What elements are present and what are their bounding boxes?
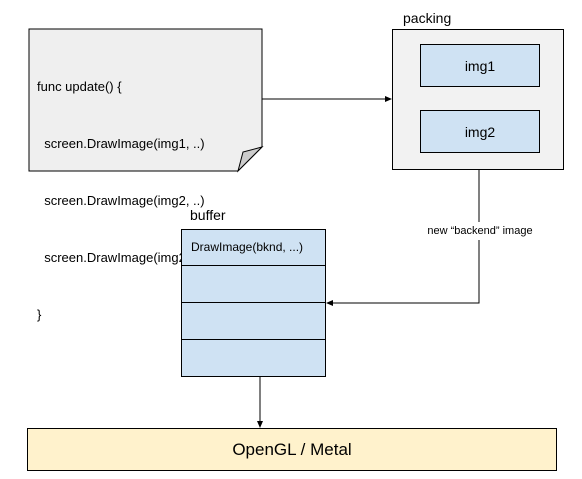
packing-to-buffer-arrowhead xyxy=(326,300,333,306)
packing-to-buffer-arrow xyxy=(332,170,480,304)
code-text: func update() { screen.DrawImage(img1, .… xyxy=(37,39,205,343)
code-line: func update() { xyxy=(37,79,122,94)
code-line: screen.DrawImage(img1, ..) xyxy=(37,136,205,151)
buffer-slot xyxy=(182,339,325,376)
buffer-box: DrawImage(bknd, ...) xyxy=(181,229,326,377)
buffer-to-backend-arrowhead xyxy=(257,421,263,428)
packing-label: packing xyxy=(403,10,452,26)
code-line: } xyxy=(37,307,42,322)
buffer-slot-text: DrawImage(bknd, ...) xyxy=(191,240,304,254)
backend-box: OpenGL / Metal xyxy=(27,428,557,471)
code-line: screen.DrawImage(img2, ..) xyxy=(37,193,205,208)
buffer-slot xyxy=(182,265,325,302)
code-note-fold xyxy=(237,146,264,173)
code-to-packing-arrowhead xyxy=(385,96,392,102)
buffer-label: buffer xyxy=(190,207,226,223)
image-box-img1: img1 xyxy=(420,44,540,87)
code-line: screen.DrawImage(img2, ..) xyxy=(37,250,205,265)
buffer-slot: DrawImage(bknd, ...) xyxy=(182,230,325,266)
edge-label-new-backend-image: new “backend” image xyxy=(406,222,554,240)
image-box-img2: img2 xyxy=(420,110,540,153)
buffer-slot xyxy=(182,302,325,339)
